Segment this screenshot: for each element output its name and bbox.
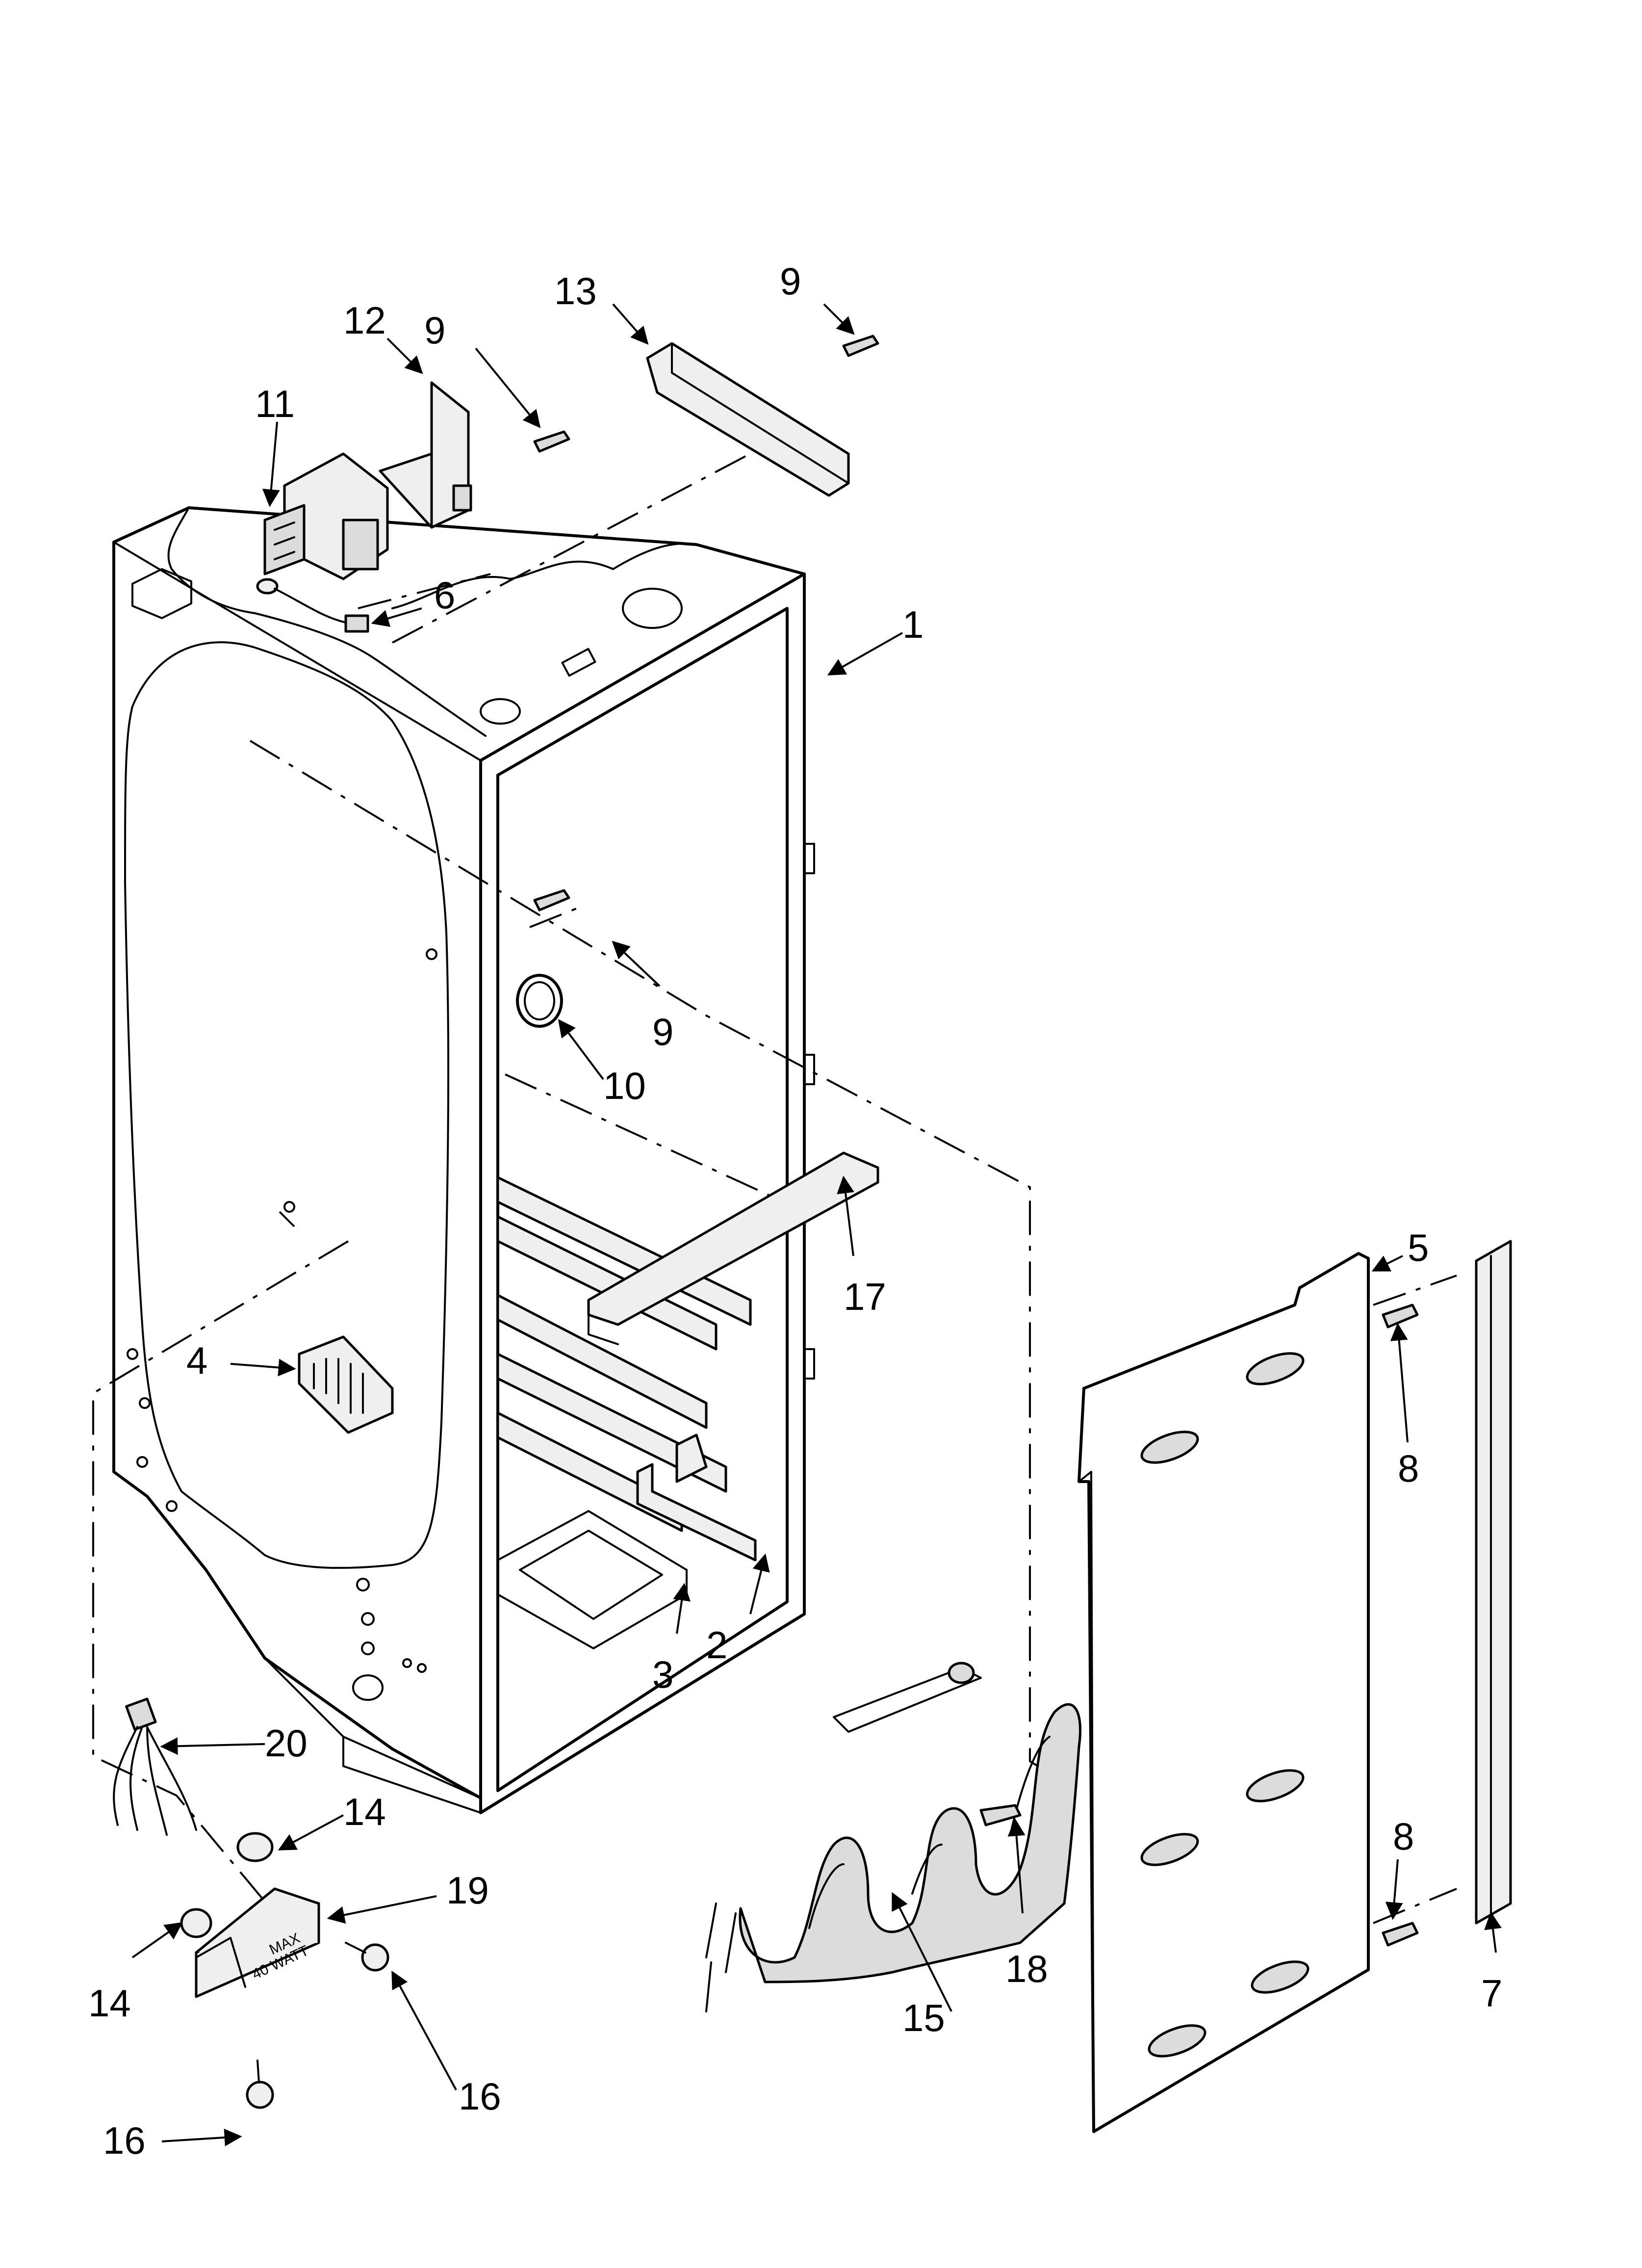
callout-4: 4 bbox=[186, 1339, 207, 1382]
callout-12: 12 bbox=[343, 299, 386, 342]
screws bbox=[533, 335, 1419, 1947]
harness-part-20 bbox=[113, 1697, 197, 1836]
callout-9a: 9 bbox=[424, 309, 445, 352]
heater-box-part-19: MAX 40 WATT bbox=[195, 1887, 320, 1998]
clips-part-14 bbox=[180, 1832, 274, 1938]
callout-14b: 14 bbox=[88, 1981, 131, 2025]
evaporator-coil-part-15 bbox=[705, 1662, 1081, 2012]
callout-2: 2 bbox=[706, 1623, 727, 1667]
callout-3: 3 bbox=[652, 1653, 673, 1696]
callout-17: 17 bbox=[844, 1275, 886, 1318]
shelf-bar-part-17 bbox=[587, 1151, 879, 1345]
vertical-rail-part-7 bbox=[1475, 1240, 1512, 1925]
callout-6: 6 bbox=[434, 574, 455, 617]
assembly-guide-lines bbox=[92, 455, 1457, 1924]
callout-arrows bbox=[131, 303, 1502, 2146]
callout-5: 5 bbox=[1408, 1226, 1429, 1269]
callout-labels: 1 2 3 4 5 6 7 8 8 9 9 9 10 11 12 13 14 1… bbox=[88, 260, 1502, 2162]
callout-9b: 9 bbox=[780, 260, 801, 303]
vent-part-4 bbox=[298, 1335, 394, 1434]
ring-part-10 bbox=[516, 974, 563, 1028]
control-housing-part-11 bbox=[263, 452, 389, 580]
callout-18: 18 bbox=[1005, 1947, 1048, 1990]
callout-19: 19 bbox=[446, 1869, 489, 1912]
control-bracket-part-12 bbox=[379, 381, 472, 529]
callout-15: 15 bbox=[902, 1996, 945, 2039]
callout-1: 1 bbox=[902, 603, 924, 646]
callout-14a: 14 bbox=[343, 1790, 386, 1833]
wire-harness-part-6 bbox=[256, 578, 369, 633]
callout-13: 13 bbox=[554, 269, 597, 313]
callout-16a: 16 bbox=[103, 2119, 146, 2162]
evaporator-cover-part-5 bbox=[1078, 1252, 1370, 2133]
callout-10: 10 bbox=[603, 1064, 646, 1107]
callout-16b: 16 bbox=[459, 2075, 501, 2118]
callout-20: 20 bbox=[265, 1721, 308, 1765]
pins-part-16 bbox=[246, 1942, 389, 2109]
cabinet-liner bbox=[112, 506, 815, 1814]
callout-8a: 8 bbox=[1398, 1447, 1419, 1490]
callout-8b: 8 bbox=[1393, 1815, 1414, 1858]
top-channel-part-13 bbox=[646, 342, 850, 497]
callout-7: 7 bbox=[1481, 1972, 1502, 2015]
callout-11: 11 bbox=[255, 382, 295, 425]
callout-9c: 9 bbox=[652, 1010, 673, 1053]
